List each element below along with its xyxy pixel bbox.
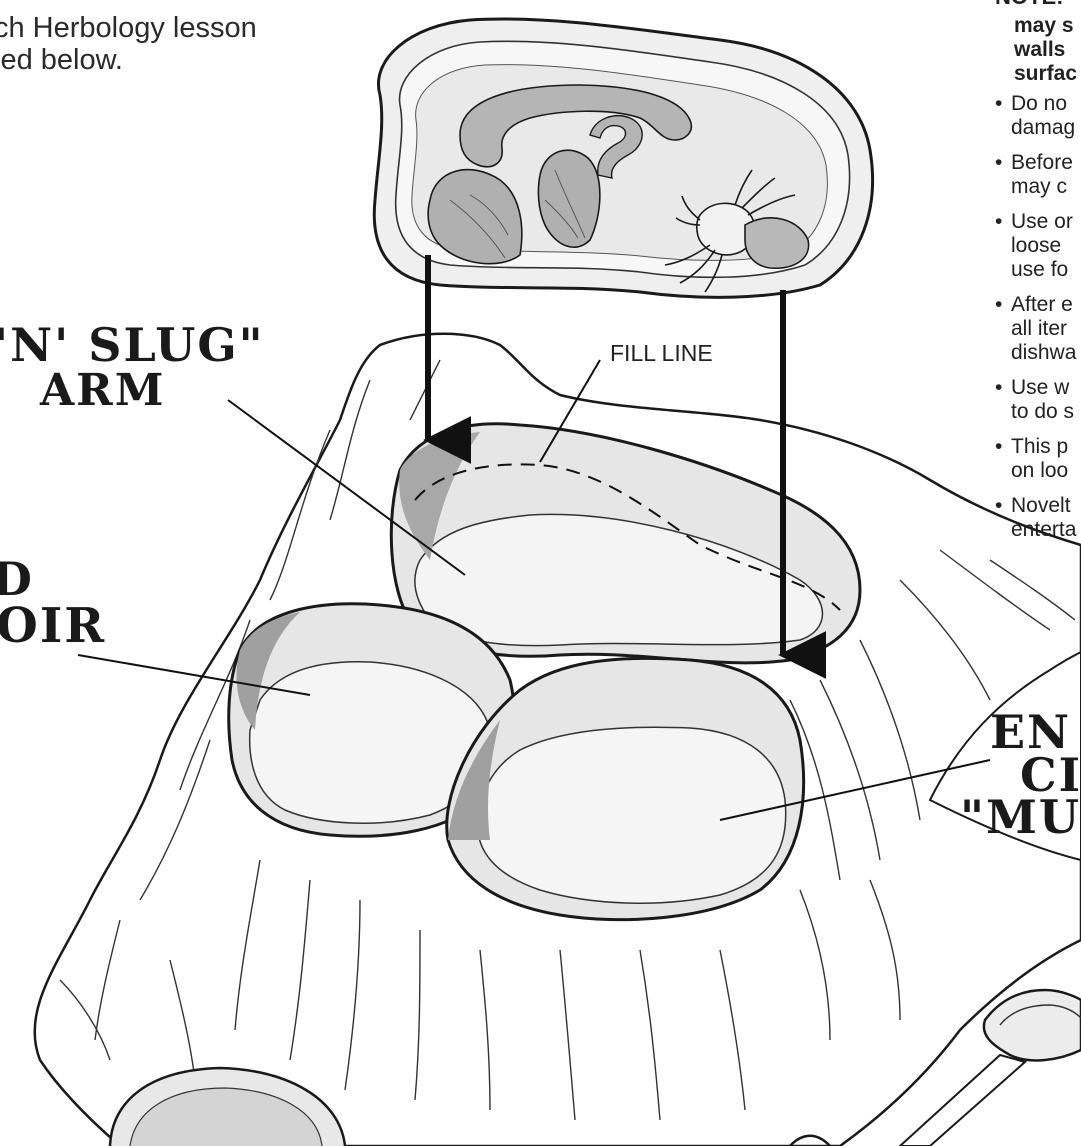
farm-label-line-1: 'N' SLUG" [0, 318, 265, 372]
intro-line-1: ch Herbology lesson [0, 12, 257, 44]
note-bold-line: surfac [1014, 62, 1077, 86]
note-bold-line: walls [1014, 38, 1077, 62]
bullet-line: may c [993, 175, 1076, 199]
note-bullet: Novelt enterta [993, 494, 1076, 542]
bullet-line: dishwa [993, 341, 1076, 365]
note-bullet: Use w to do s [993, 376, 1076, 424]
note-bullet: Use or loose use fo [993, 210, 1076, 282]
reservoir-label-line-2: OIR [0, 598, 106, 654]
bullet-line: Use or [993, 210, 1076, 234]
bullet-line: to do s [993, 400, 1076, 424]
fill-line-label: FILL LINE [610, 340, 713, 367]
upper-tray [374, 19, 872, 297]
note-bold-text: may s walls surfac [1014, 14, 1077, 86]
bullet-line: Before [993, 151, 1076, 175]
note-bullet: Do no damag [993, 92, 1076, 140]
note-bullet: Before may c [993, 151, 1076, 199]
intro-text: ch Herbology lesson ied below. [0, 12, 257, 76]
intro-line-2: ied below. [0, 44, 257, 76]
bullet-line: enterta [993, 518, 1076, 542]
note-heading: NOTE: [995, 0, 1063, 10]
note-bullet: This p on loo [993, 435, 1076, 483]
bullet-line: After e [993, 293, 1076, 317]
farm-label-line-2: ARM [40, 365, 165, 416]
bullet-line: Use w [993, 376, 1076, 400]
bullet-line: loose [993, 234, 1076, 258]
mud-label-line-3: "MU [960, 790, 1081, 844]
bullet-line: all iter [993, 317, 1076, 341]
bullet-line: on loo [993, 459, 1076, 483]
note-bullet-list: Do no damag Before may c Use or loose us… [993, 92, 1076, 553]
bullet-line: use fo [993, 258, 1076, 282]
bullet-line: Do no [993, 92, 1076, 116]
bullet-line: damag [993, 116, 1076, 140]
bullet-line: This p [993, 435, 1076, 459]
note-bullet: After e all iter dishwa [993, 293, 1076, 365]
bullet-line: Novelt [993, 494, 1076, 518]
note-bold-line: may s [1014, 14, 1077, 38]
